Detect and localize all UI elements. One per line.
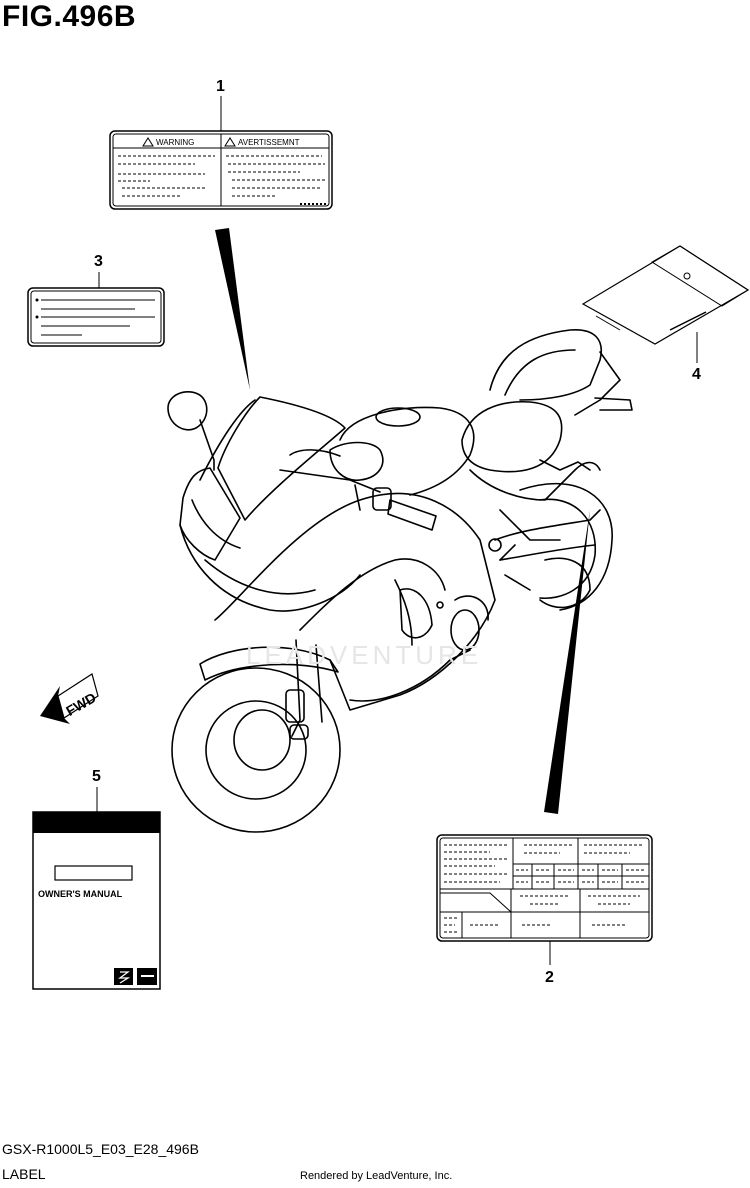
- warning-triangle-icon: [142, 137, 154, 147]
- warning-text: WARNING: [156, 138, 194, 147]
- label-2-info[interactable]: [436, 834, 653, 942]
- render-credit: Rendered by LeadVenture, Inc.: [300, 1170, 453, 1182]
- fwd-arrow-icon: FWD: [40, 673, 99, 724]
- figure-code: GSX-R1000L5_E03_E28_496B: [2, 1141, 199, 1157]
- label-3[interactable]: [27, 287, 165, 347]
- callout-2: 2: [545, 969, 554, 986]
- callout-5: 5: [92, 768, 101, 785]
- watermark: LEADVENTURE: [246, 640, 482, 670]
- label-1-warning[interactable]: WARNING AVERTISSEMNT: [109, 130, 333, 210]
- figure-name: LABEL: [2, 1166, 46, 1182]
- avertissement-text: AVERTISSEMNT: [238, 138, 300, 147]
- callout-3: 3: [94, 253, 103, 270]
- figure-title: FIG.496B: [2, 0, 137, 33]
- owners-manual[interactable]: OWNER'S MANUAL: [32, 811, 161, 990]
- motorcycle-illustration: [167, 329, 633, 833]
- manual-title: OWNER'S MANUAL: [38, 889, 123, 899]
- leader-wedge-2: [544, 510, 590, 814]
- leader-wedge-1: [215, 228, 250, 390]
- callout-1: 1: [216, 78, 225, 95]
- label-4-sheet[interactable]: [581, 245, 750, 345]
- warning-triangle-icon-2: [224, 137, 236, 147]
- callout-4: 4: [692, 366, 701, 383]
- suzuki-logo-icon: [114, 968, 133, 985]
